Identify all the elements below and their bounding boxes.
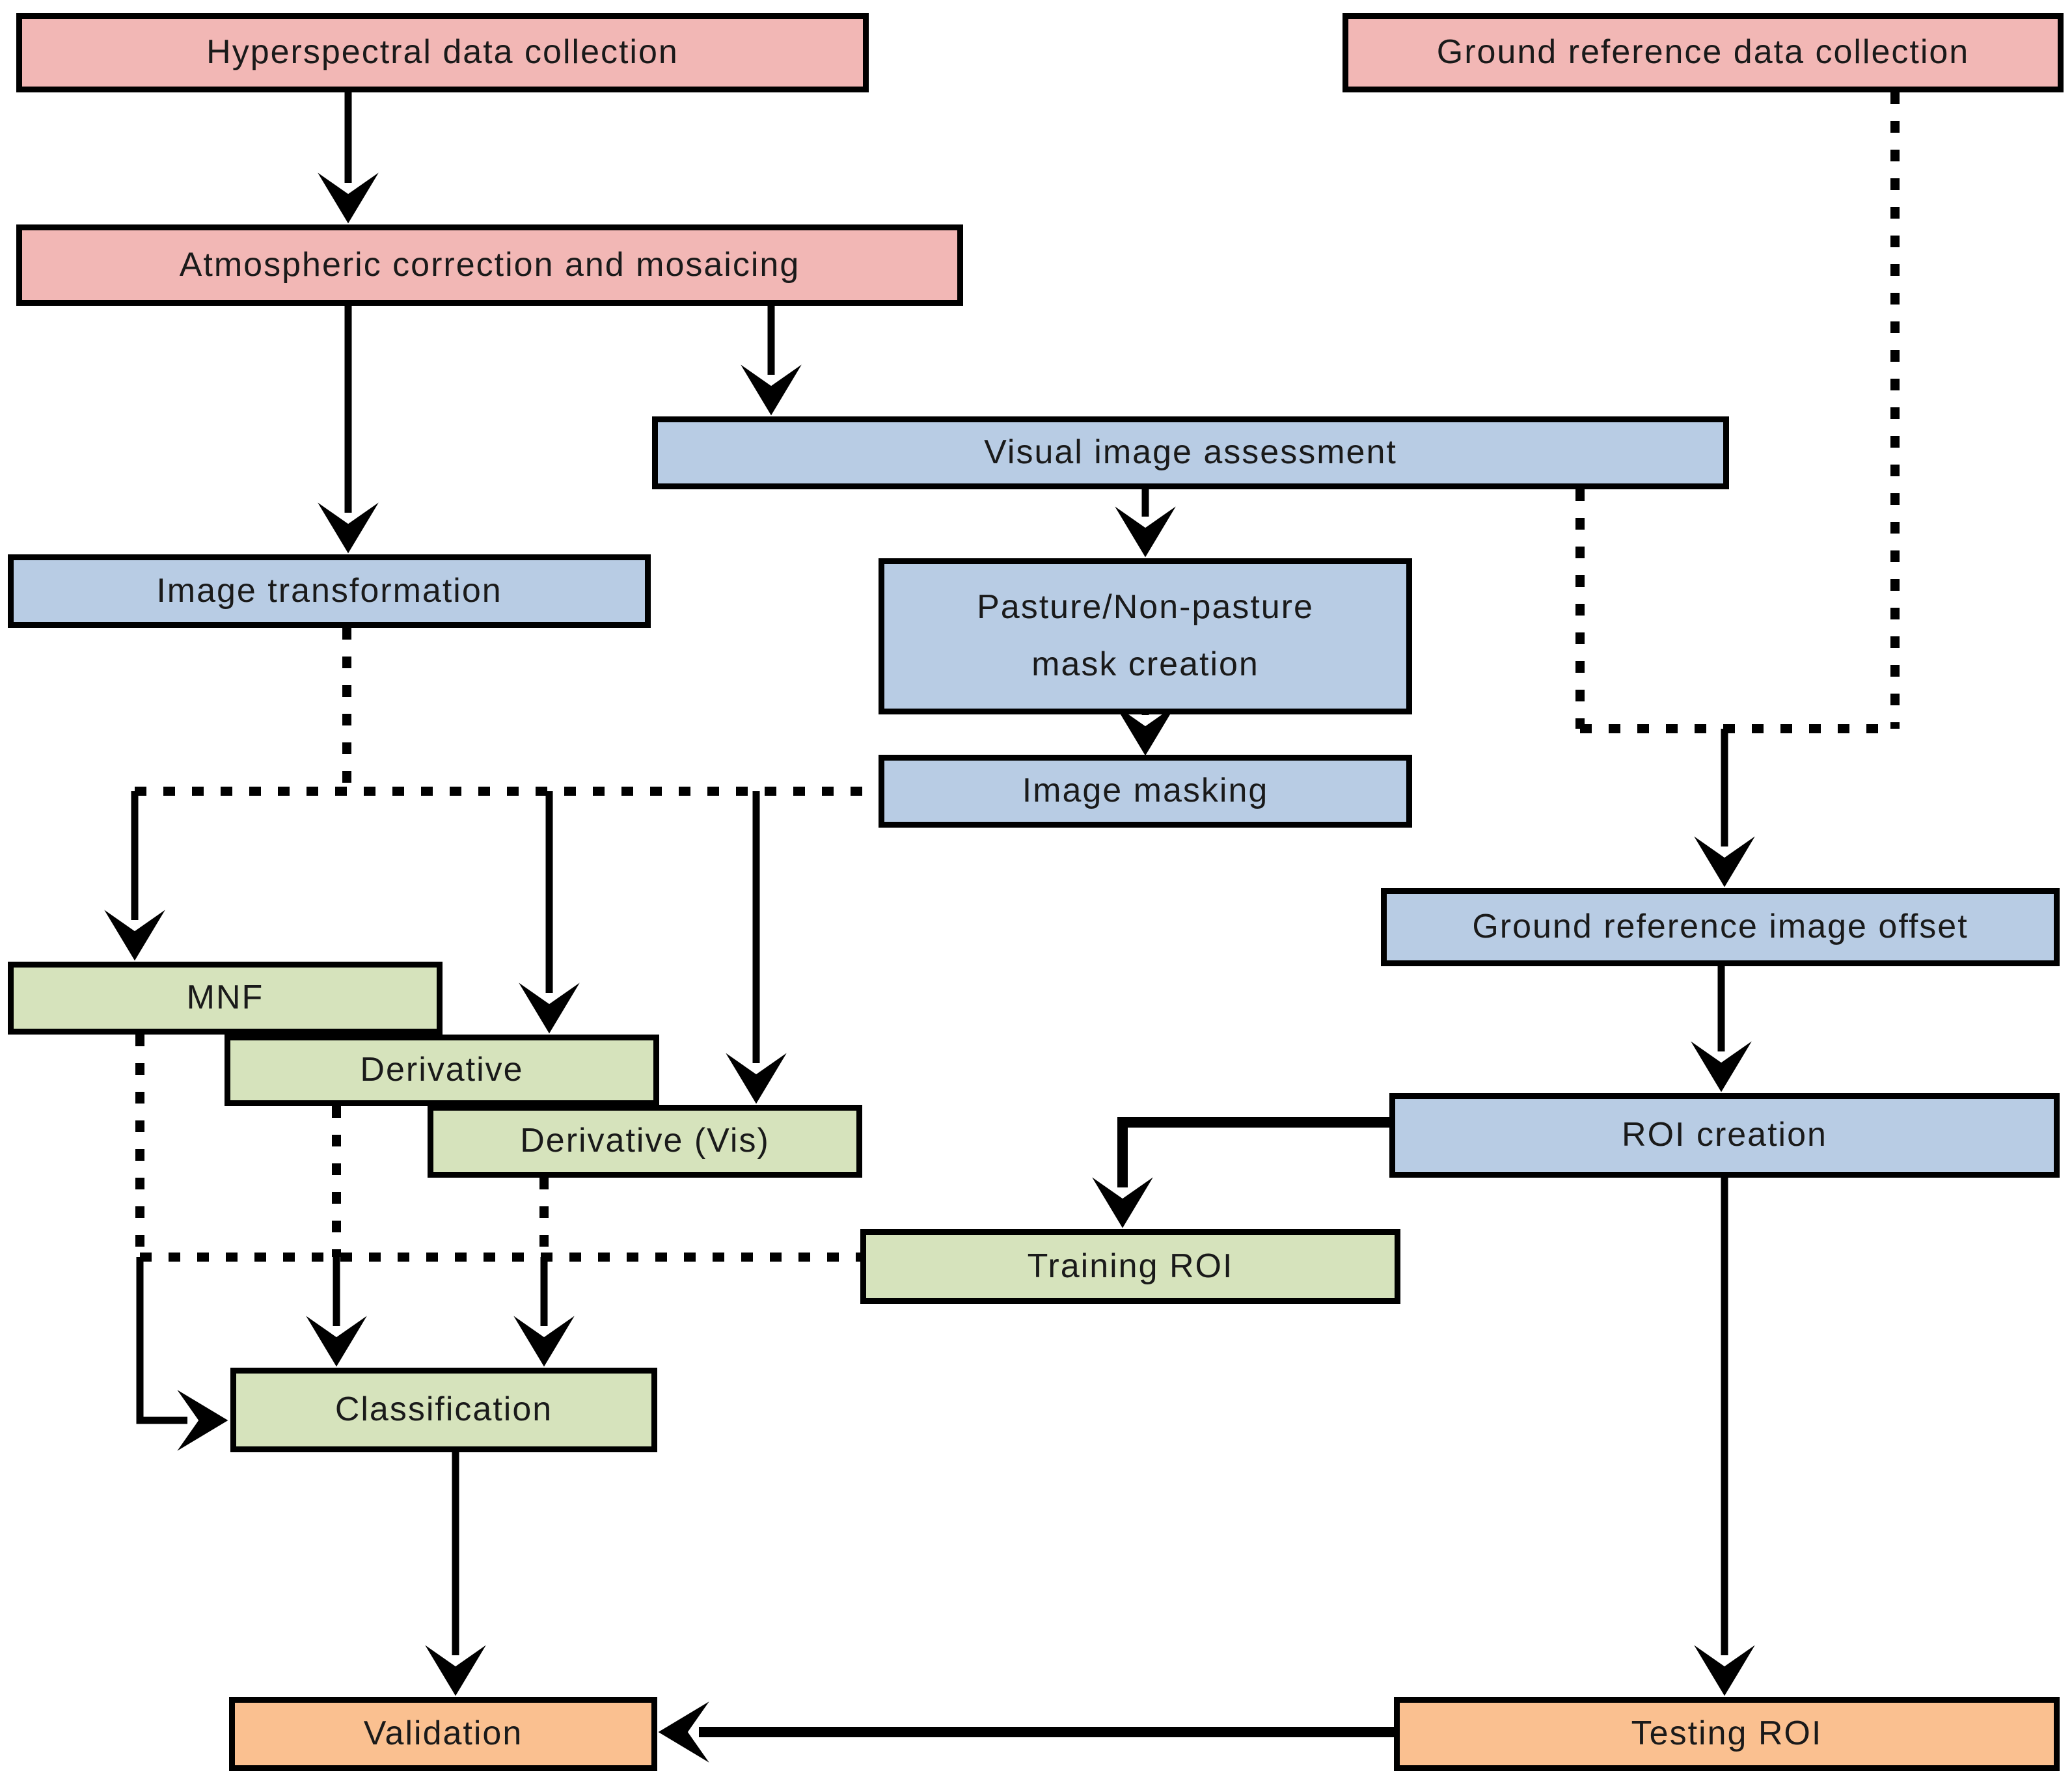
arrow-mnf-branch-to-classification bbox=[136, 1257, 228, 1451]
node-label: MNF bbox=[186, 979, 264, 1017]
node-pasture-mask-creation: Pasture/Non-pasture mask creation bbox=[879, 558, 1412, 714]
node-label-line1: Pasture/Non-pasture bbox=[977, 588, 1314, 626]
node-validation: Validation bbox=[229, 1697, 657, 1771]
node-label: Training ROI bbox=[1027, 1247, 1234, 1285]
node-training-roi: Training ROI bbox=[860, 1229, 1400, 1304]
node-ground-reference-image-offset: Ground reference image offset bbox=[1381, 888, 2060, 966]
node-label: Hyperspectral data collection bbox=[206, 33, 679, 72]
node-ground-reference-data-collection: Ground reference data collection bbox=[1343, 13, 2064, 92]
node-label: ROI creation bbox=[1622, 1116, 1827, 1154]
node-label: Derivative bbox=[360, 1051, 524, 1089]
node-label-line2: mask creation bbox=[1031, 645, 1259, 684]
node-visual-image-assessment: Visual image assessment bbox=[652, 416, 1729, 489]
node-label: Visual image assessment bbox=[984, 433, 1397, 472]
node-hyperspectral-data-collection: Hyperspectral data collection bbox=[16, 13, 869, 92]
node-mnf: MNF bbox=[8, 962, 443, 1035]
node-label: Validation bbox=[363, 1714, 523, 1753]
node-image-masking: Image masking bbox=[879, 755, 1412, 828]
node-label: Atmospheric correction and mosaicing bbox=[179, 245, 800, 284]
node-image-transformation: Image transformation bbox=[8, 554, 651, 628]
node-roi-creation: ROI creation bbox=[1389, 1093, 2060, 1178]
node-label: Ground reference image offset bbox=[1472, 908, 1969, 946]
node-label: Derivative (Vis) bbox=[520, 1122, 770, 1160]
node-testing-roi: Testing ROI bbox=[1394, 1697, 2060, 1771]
node-label: Classification bbox=[334, 1390, 553, 1429]
node-label: Testing ROI bbox=[1631, 1714, 1823, 1753]
node-label: Ground reference data collection bbox=[1436, 33, 1970, 72]
node-derivative: Derivative bbox=[225, 1035, 659, 1106]
node-derivative-vis: Derivative (Vis) bbox=[428, 1105, 862, 1178]
node-label: Image masking bbox=[1022, 772, 1269, 810]
node-atmospheric-correction: Atmospheric correction and mosaicing bbox=[16, 224, 963, 306]
node-label: Image transformation bbox=[156, 571, 502, 610]
node-classification: Classification bbox=[230, 1368, 657, 1452]
arrow-roi-creation-to-training-roi bbox=[1092, 1117, 1389, 1228]
